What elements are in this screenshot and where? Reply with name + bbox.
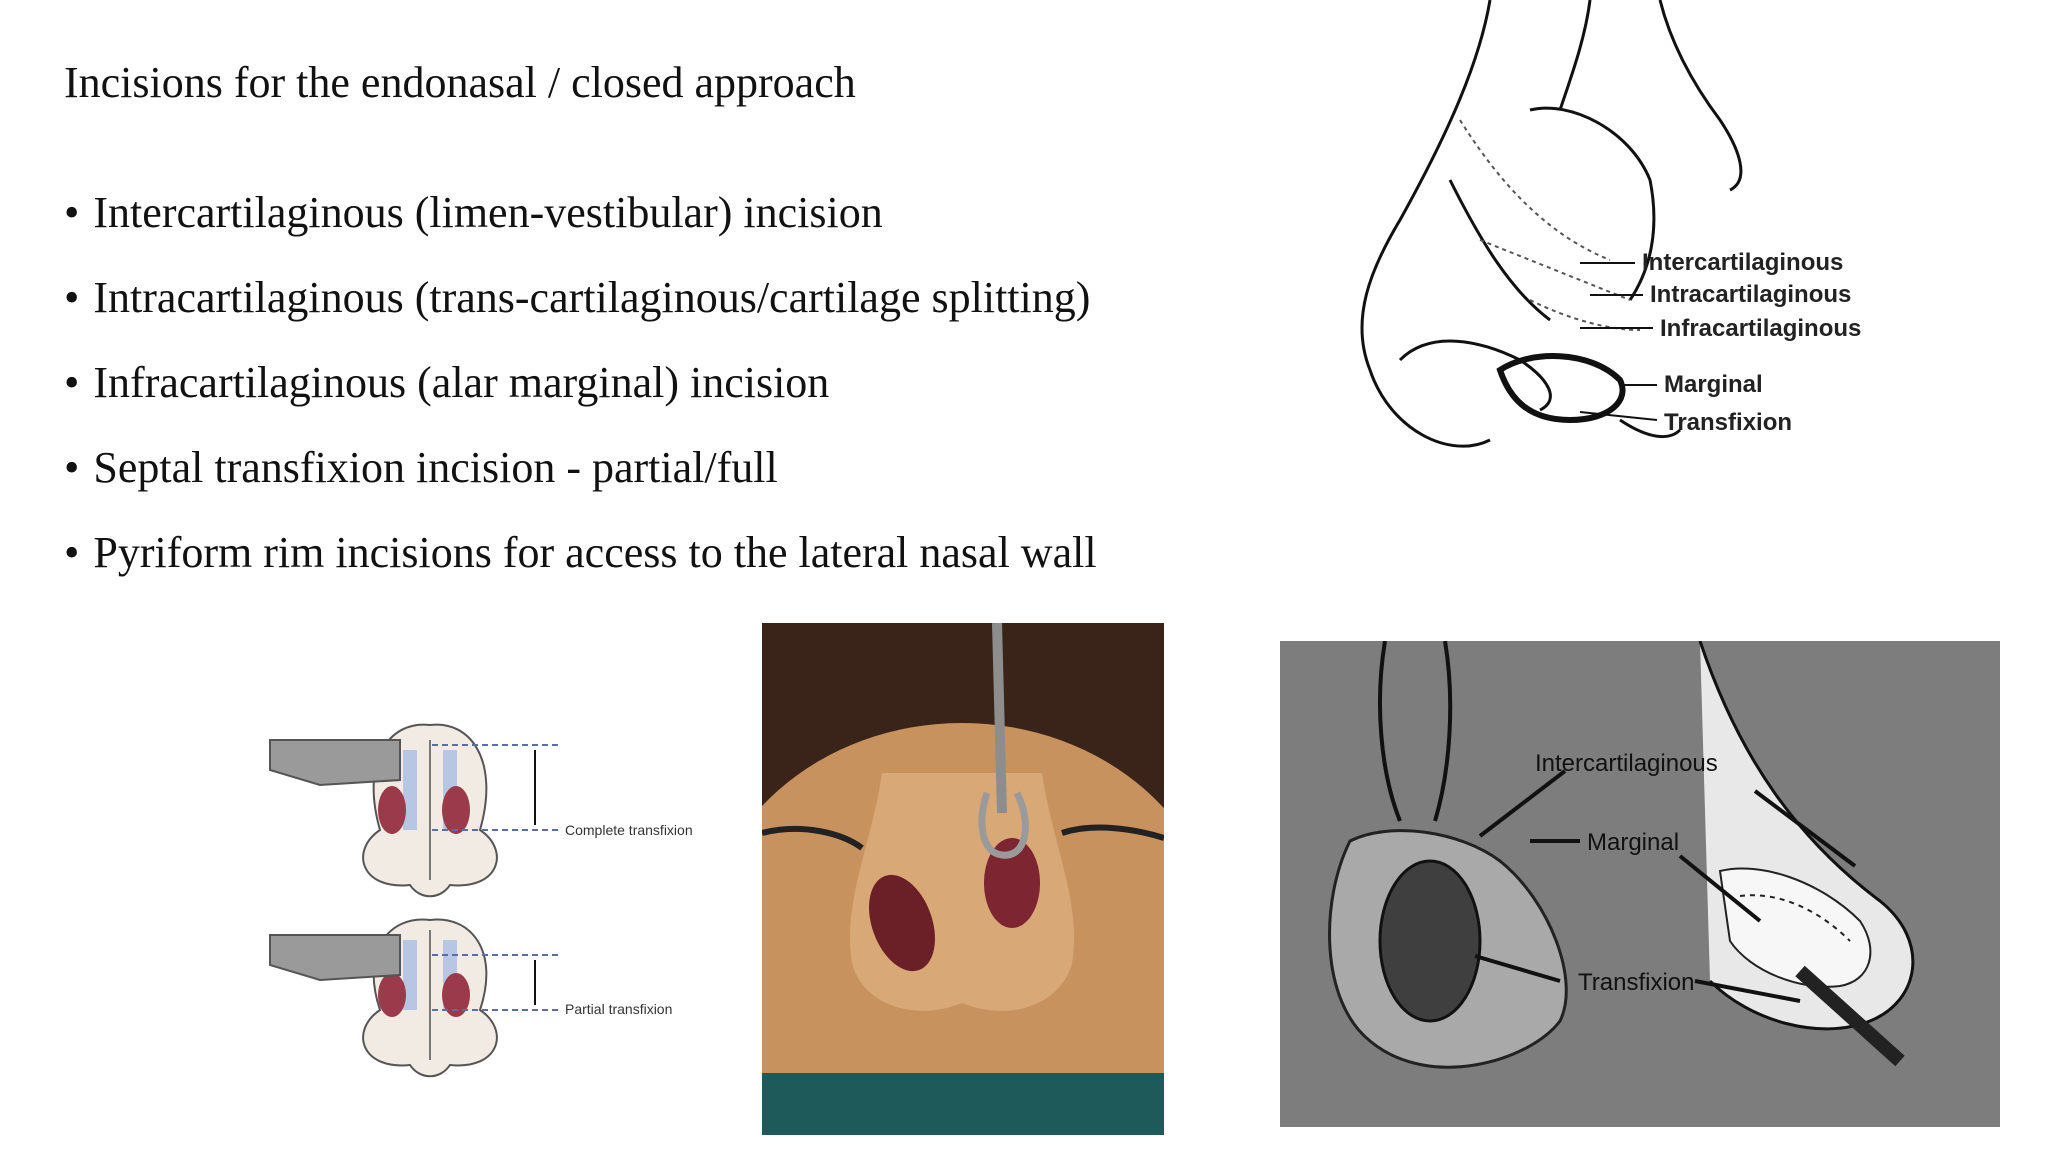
bullet-text: Intercartilaginous (limen-vestibular) in… xyxy=(93,188,883,237)
label-intercartilaginous: Intercartilaginous xyxy=(1535,750,1718,777)
label-transfixion: Transfixion xyxy=(1578,969,1694,996)
clinical-nose-photo xyxy=(762,623,1164,1135)
label-complete-transfixion: Complete transfixion xyxy=(565,822,693,838)
bullet-item: •Intracartilaginous (trans-cartilaginous… xyxy=(64,273,1091,322)
transfixion-sketch: Complete transfixion Partial transfixion xyxy=(269,723,693,1078)
incision-bullet-list: •Intercartilaginous (limen-vestibular) i… xyxy=(64,186,1097,611)
bullet-item: •Infracartilaginous (alar marginal) inci… xyxy=(64,358,830,407)
clinical-photo-illustration xyxy=(762,623,1164,1135)
bullet-item: •Intercartilaginous (limen-vestibular) i… xyxy=(64,188,883,237)
bullet-text: Septal transfixion incision - partial/fu… xyxy=(93,443,778,492)
gray-nose-sketch: Intercartilaginous Marginal Transfixion xyxy=(1280,641,2000,1127)
bullet-item: •Septal transfixion incision - partial/f… xyxy=(64,443,778,492)
bullet-text: Infracartilaginous (alar marginal) incis… xyxy=(93,358,830,407)
bullet-text: Intracartilaginous (trans-cartilaginous/… xyxy=(93,273,1091,322)
label-marginal: Marginal xyxy=(1587,829,1679,856)
slide-title: Incisions for the endonasal / closed app… xyxy=(64,58,856,107)
nose-incision-gray-illustration: Intercartilaginous Marginal Transfixion xyxy=(1280,641,2000,1127)
transfixion-diagram: Complete transfixion Partial transfixion xyxy=(260,700,740,1110)
label-partial-transfixion: Partial transfixion xyxy=(565,1001,672,1017)
label-intracartilaginous: Intracartilaginous xyxy=(1650,281,1851,308)
bullet-item: •Pyriform rim incisions for access to th… xyxy=(64,528,1097,577)
scalpel-icon xyxy=(269,934,401,982)
bullet-text: Pyriform rim incisions for access to the… xyxy=(93,528,1097,577)
label-intercartilaginous: Intercartilaginous xyxy=(1642,249,1843,276)
label-transfixion: Transfixion xyxy=(1664,409,1792,436)
nose-incision-line-drawing: Intercartilaginous Intracartilaginous In… xyxy=(1330,0,1890,470)
label-infracartilaginous: Infracartilaginous xyxy=(1660,315,1861,342)
label-marginal: Marginal xyxy=(1664,371,1763,398)
nose-lateral-sketch: Intercartilaginous Intracartilaginous In… xyxy=(1360,0,1861,448)
scalpel-icon xyxy=(269,739,401,787)
